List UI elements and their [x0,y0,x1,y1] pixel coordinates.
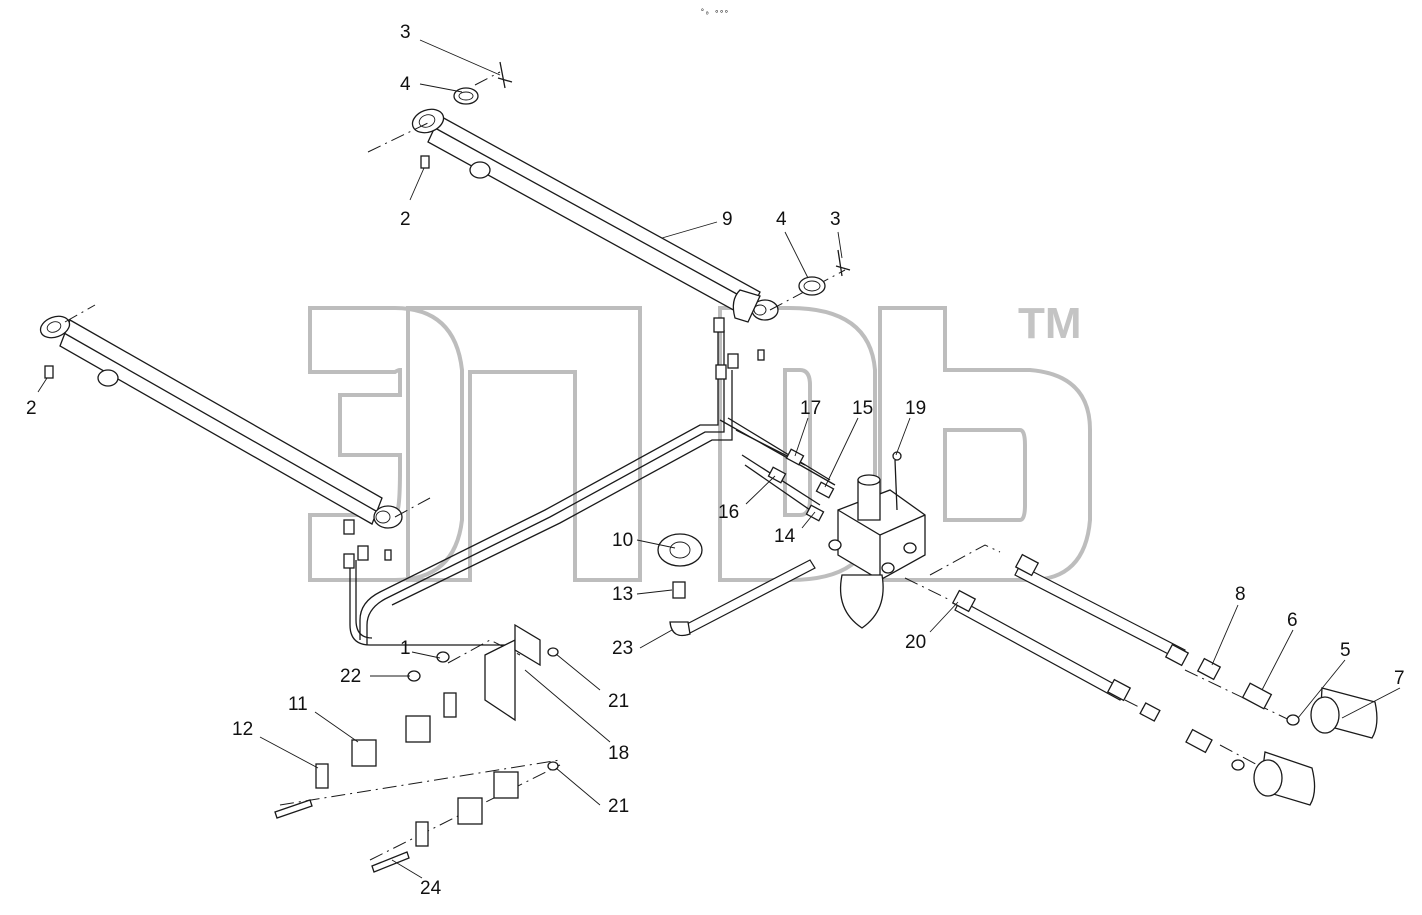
label-6: 6 [1287,610,1298,631]
label-19: 19 [905,398,926,419]
leader-lines [37,39,1401,879]
label-8: 8 [1235,584,1246,605]
label-11: 11 [288,694,308,715]
valve-block [828,451,926,629]
label-2-upper: 2 [400,209,411,230]
label-10: 10 [612,530,633,551]
label-7: 7 [1394,668,1405,689]
watermark-logo [308,306,1092,582]
label-14: 14 [774,526,796,547]
pipe-lines [349,330,836,646]
label-4-right: 4 [776,209,787,230]
label-21-upper: 21 [608,691,629,712]
centerlines [64,71,1301,861]
label-3-right: 3 [830,209,841,230]
watermark-trademark: TM [1018,299,1082,348]
label-2-left: 2 [26,398,37,419]
lower-cylinder [39,315,403,529]
header-mark: °₀ ∘∘∘ [700,8,729,17]
label-22: 22 [340,666,361,687]
long-hoses [951,553,1190,702]
couplings [1139,657,1378,806]
label-16: 16 [718,502,739,523]
lower-hose-assembly [657,533,816,637]
label-9: 9 [722,209,733,230]
label-21-lower: 21 [608,796,629,817]
label-4-upper: 4 [400,74,411,95]
label-13: 13 [612,584,633,605]
label-23: 23 [612,638,633,659]
label-5: 5 [1340,640,1351,661]
label-1: 1 [400,638,411,659]
label-3-upper: 3 [400,22,411,43]
label-17: 17 [800,398,821,419]
bracket-clamps [274,623,559,873]
label-20: 20 [905,632,926,653]
label-18: 18 [608,743,629,764]
upper-cylinder [411,108,779,323]
label-12: 12 [232,719,253,740]
label-24: 24 [420,878,442,899]
label-15: 15 [852,398,873,419]
part-labels: 3 4 2 9 4 3 2 17 15 19 16 14 10 13 23 20… [26,22,1405,899]
fittings [44,155,835,569]
